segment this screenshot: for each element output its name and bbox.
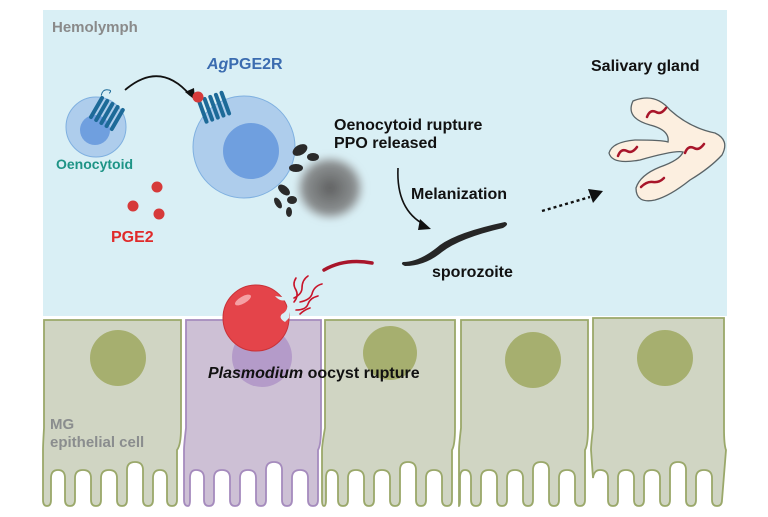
epithelial-cell [42,319,182,507]
receptor-icon [89,89,125,132]
mg-label-line1: MG [50,416,75,433]
signal-arrow [124,75,191,96]
cell-nucleus [90,330,146,386]
emerging-sporozoites [293,275,323,315]
salivary-gland-label: Salivary gland [591,58,700,75]
cell-nucleus [363,326,417,380]
rupture-label-line1: Oenocytoid rupture [334,117,483,134]
melanization-label: Melanization [411,186,508,203]
oenocytoid-large-nucleus [223,123,279,179]
oenocytoid-label: Oenocytoid [56,156,134,172]
melanized-sporozoite [401,222,508,266]
agpge2r-suffix: PGE2R [228,56,283,73]
oocyst-genus: Plasmodium [208,365,304,382]
rupture-label-line2: PPO released [334,135,438,153]
agpge2r-receptor-icon [197,90,232,124]
arrowhead-icon [418,219,431,230]
sporozoite-in-gland [616,106,706,189]
plasmodium-oocyst [222,284,290,352]
salivary-gland [608,97,726,202]
pge2-molecule [151,181,163,193]
midgut-epithelium [42,317,727,507]
sporozoite-label: sporozoite [432,264,513,281]
epithelial-cell [321,319,456,507]
mg-epithelial-label: MG epithelial cell [50,416,144,452]
mg-label-line2: epithelial cell [50,434,145,451]
pge2-molecule [153,208,165,220]
ppo-release-cloud [274,144,366,222]
oenocytoid-large-cell [192,95,296,199]
oocyst-rest: oocyst rupture [303,365,420,382]
agpge2r-label: AgPGE2R [207,56,283,74]
agpge2r-prefix: Ag [207,56,229,73]
pge2-label: PGE2 [111,229,154,246]
rupture-label: Oenocytoid rupture PPO released [334,117,482,154]
epithelial-cell [590,317,727,507]
free-sporozoite [322,259,374,272]
oocyst-rupture-label: Plasmodium oocyst rupture [208,365,420,383]
arrowhead-icon [588,189,603,203]
dotted-arrow [541,195,591,213]
cell-nucleus [637,330,693,386]
pge2-bound-molecule [192,91,204,103]
hemolymph-region [43,10,727,316]
cell-nucleus [505,332,561,388]
hemolymph-label: Hemolymph [52,19,138,36]
pge2-molecule [127,200,139,212]
